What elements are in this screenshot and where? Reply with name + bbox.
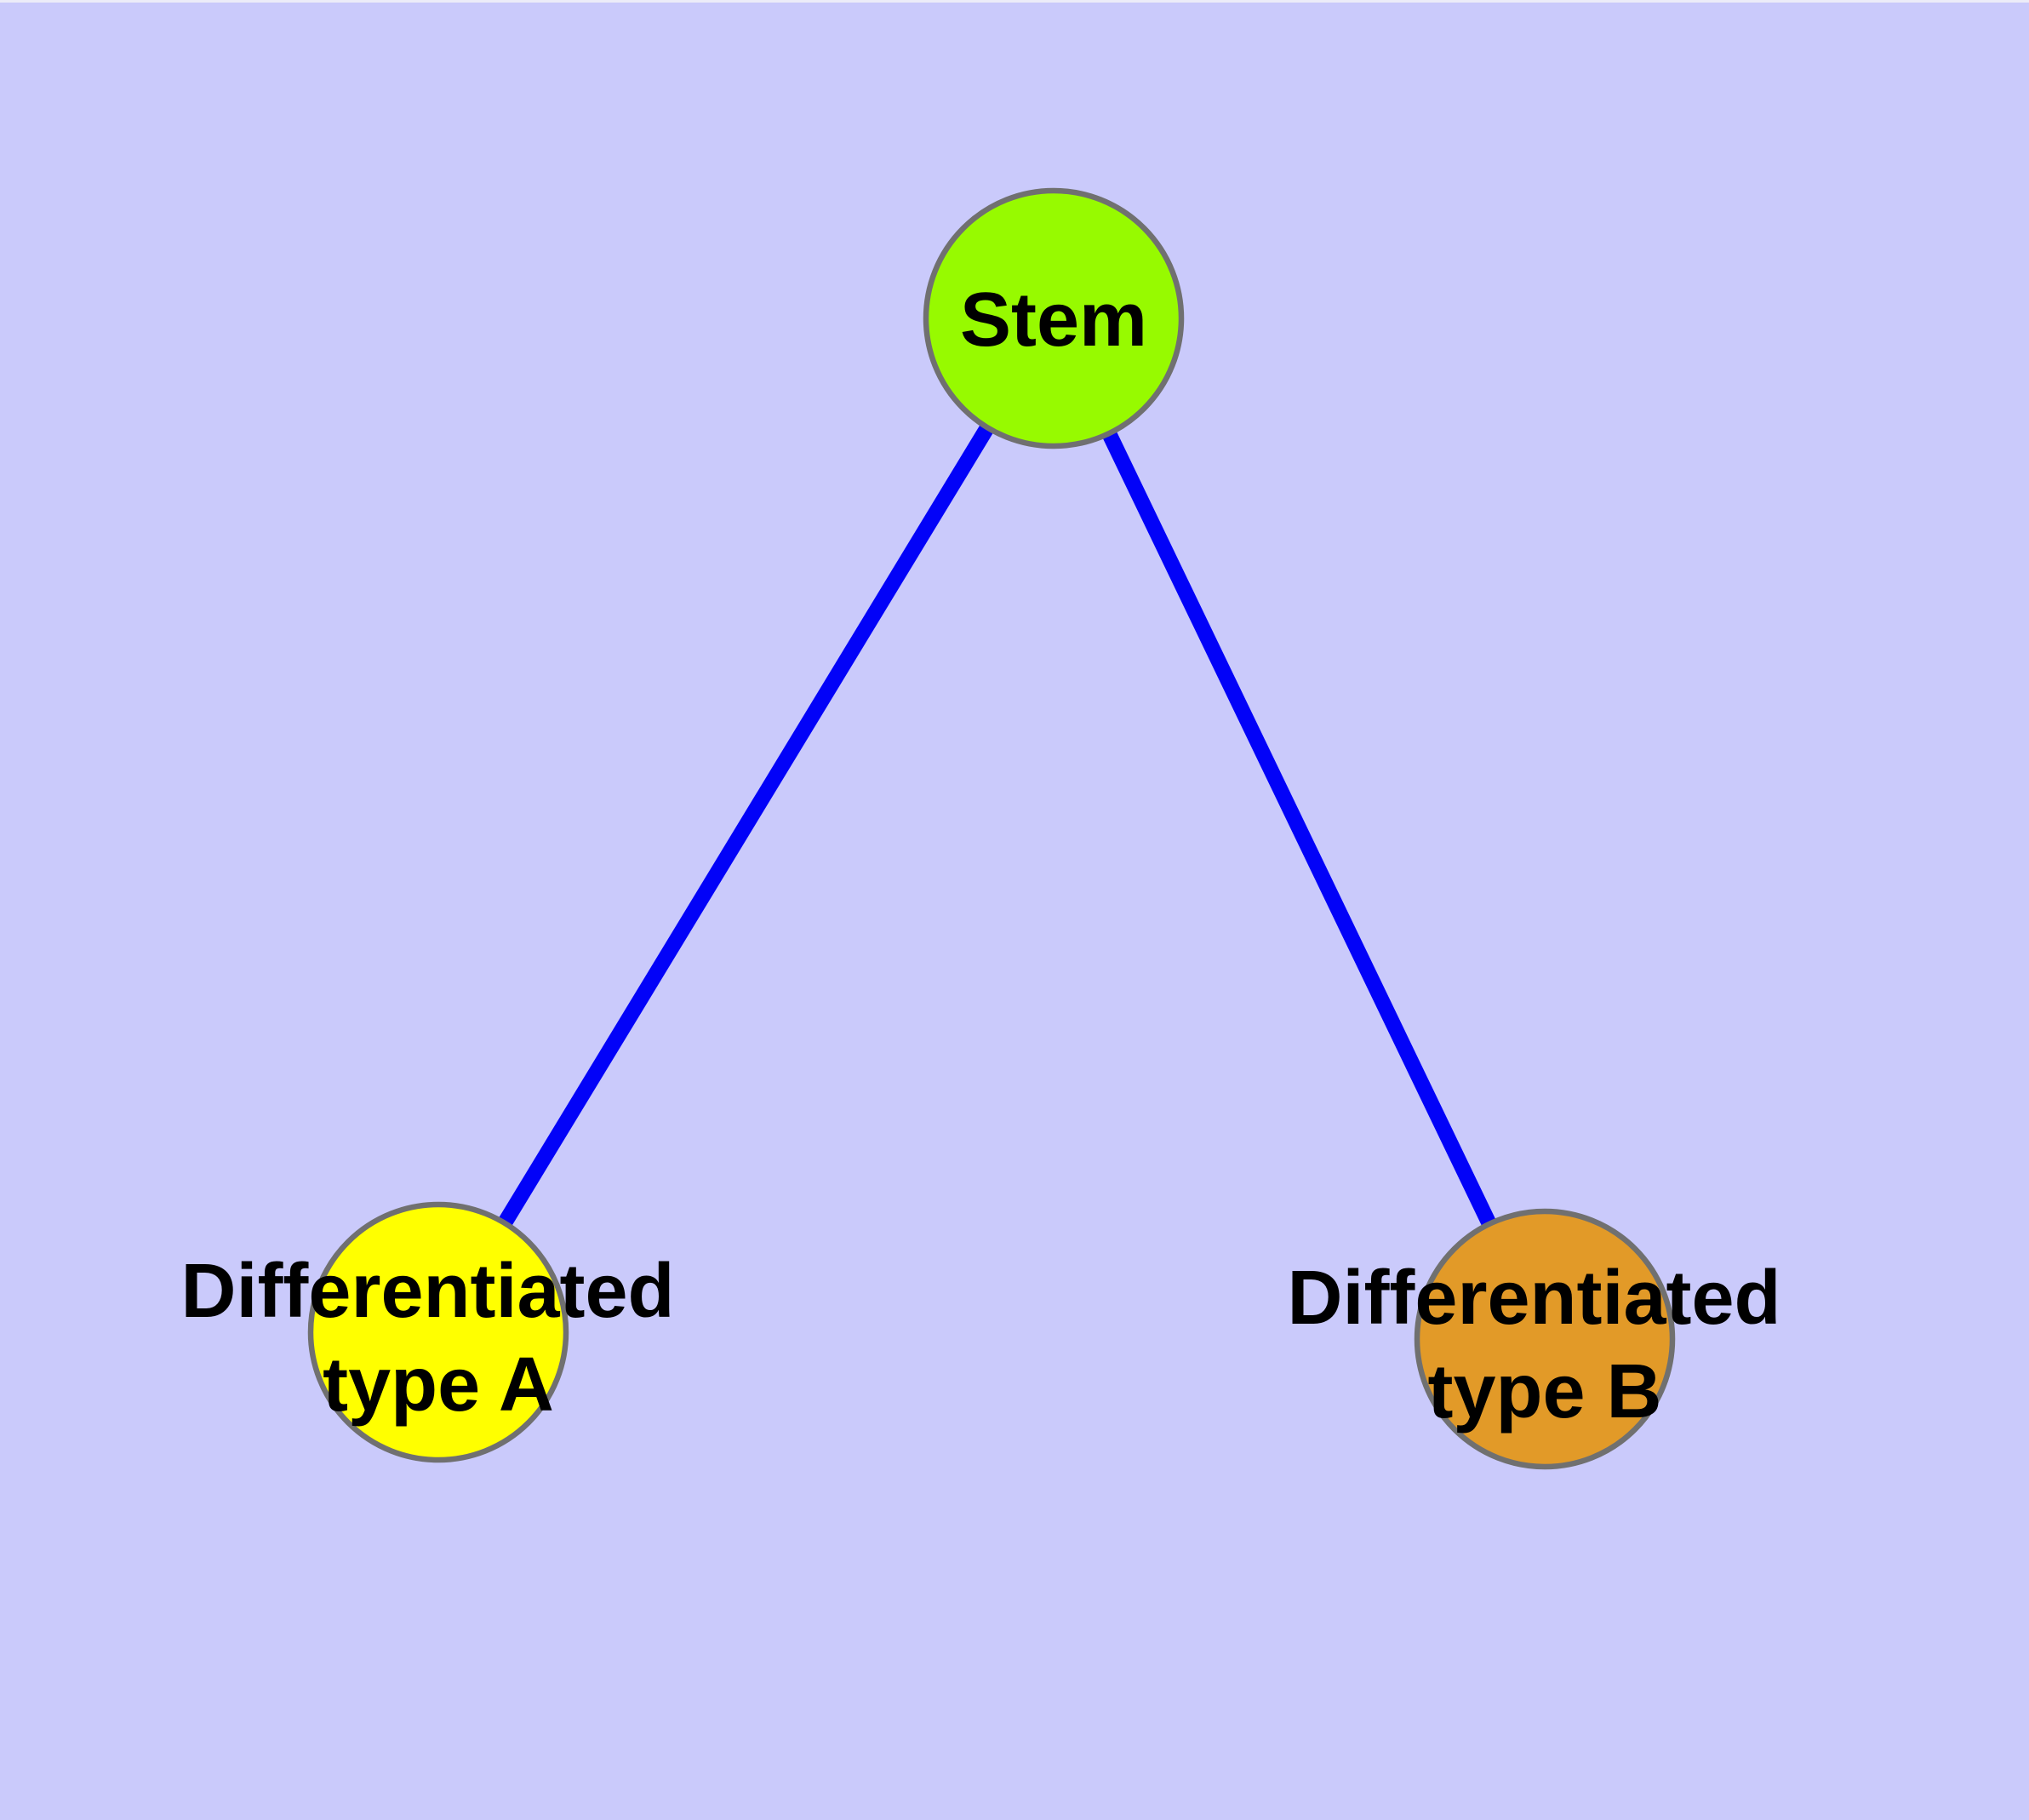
node-type-a-label-line2: type A bbox=[323, 1342, 554, 1428]
node-type-a-label-line1: Differentiated bbox=[180, 1249, 674, 1334]
node-stem[interactable] bbox=[923, 187, 1185, 449]
edge-stem-to-type-b bbox=[1046, 315, 1552, 1342]
node-type-b-label-line2: type B bbox=[1427, 1349, 1661, 1434]
top-edge-artifact bbox=[0, 0, 2029, 3]
node-stem-label: Stem bbox=[960, 278, 1147, 363]
node-differentiated-type-a[interactable] bbox=[307, 1201, 569, 1463]
node-type-b-label-line1: Differentiated bbox=[1287, 1256, 1780, 1341]
node-type-b-label: Differentiated type B bbox=[1287, 1256, 1802, 1434]
node-differentiated-type-b[interactable] bbox=[1414, 1208, 1676, 1470]
node-type-a-label: Differentiated type A bbox=[180, 1249, 695, 1428]
edge-stem-to-type-a bbox=[432, 314, 1060, 1336]
